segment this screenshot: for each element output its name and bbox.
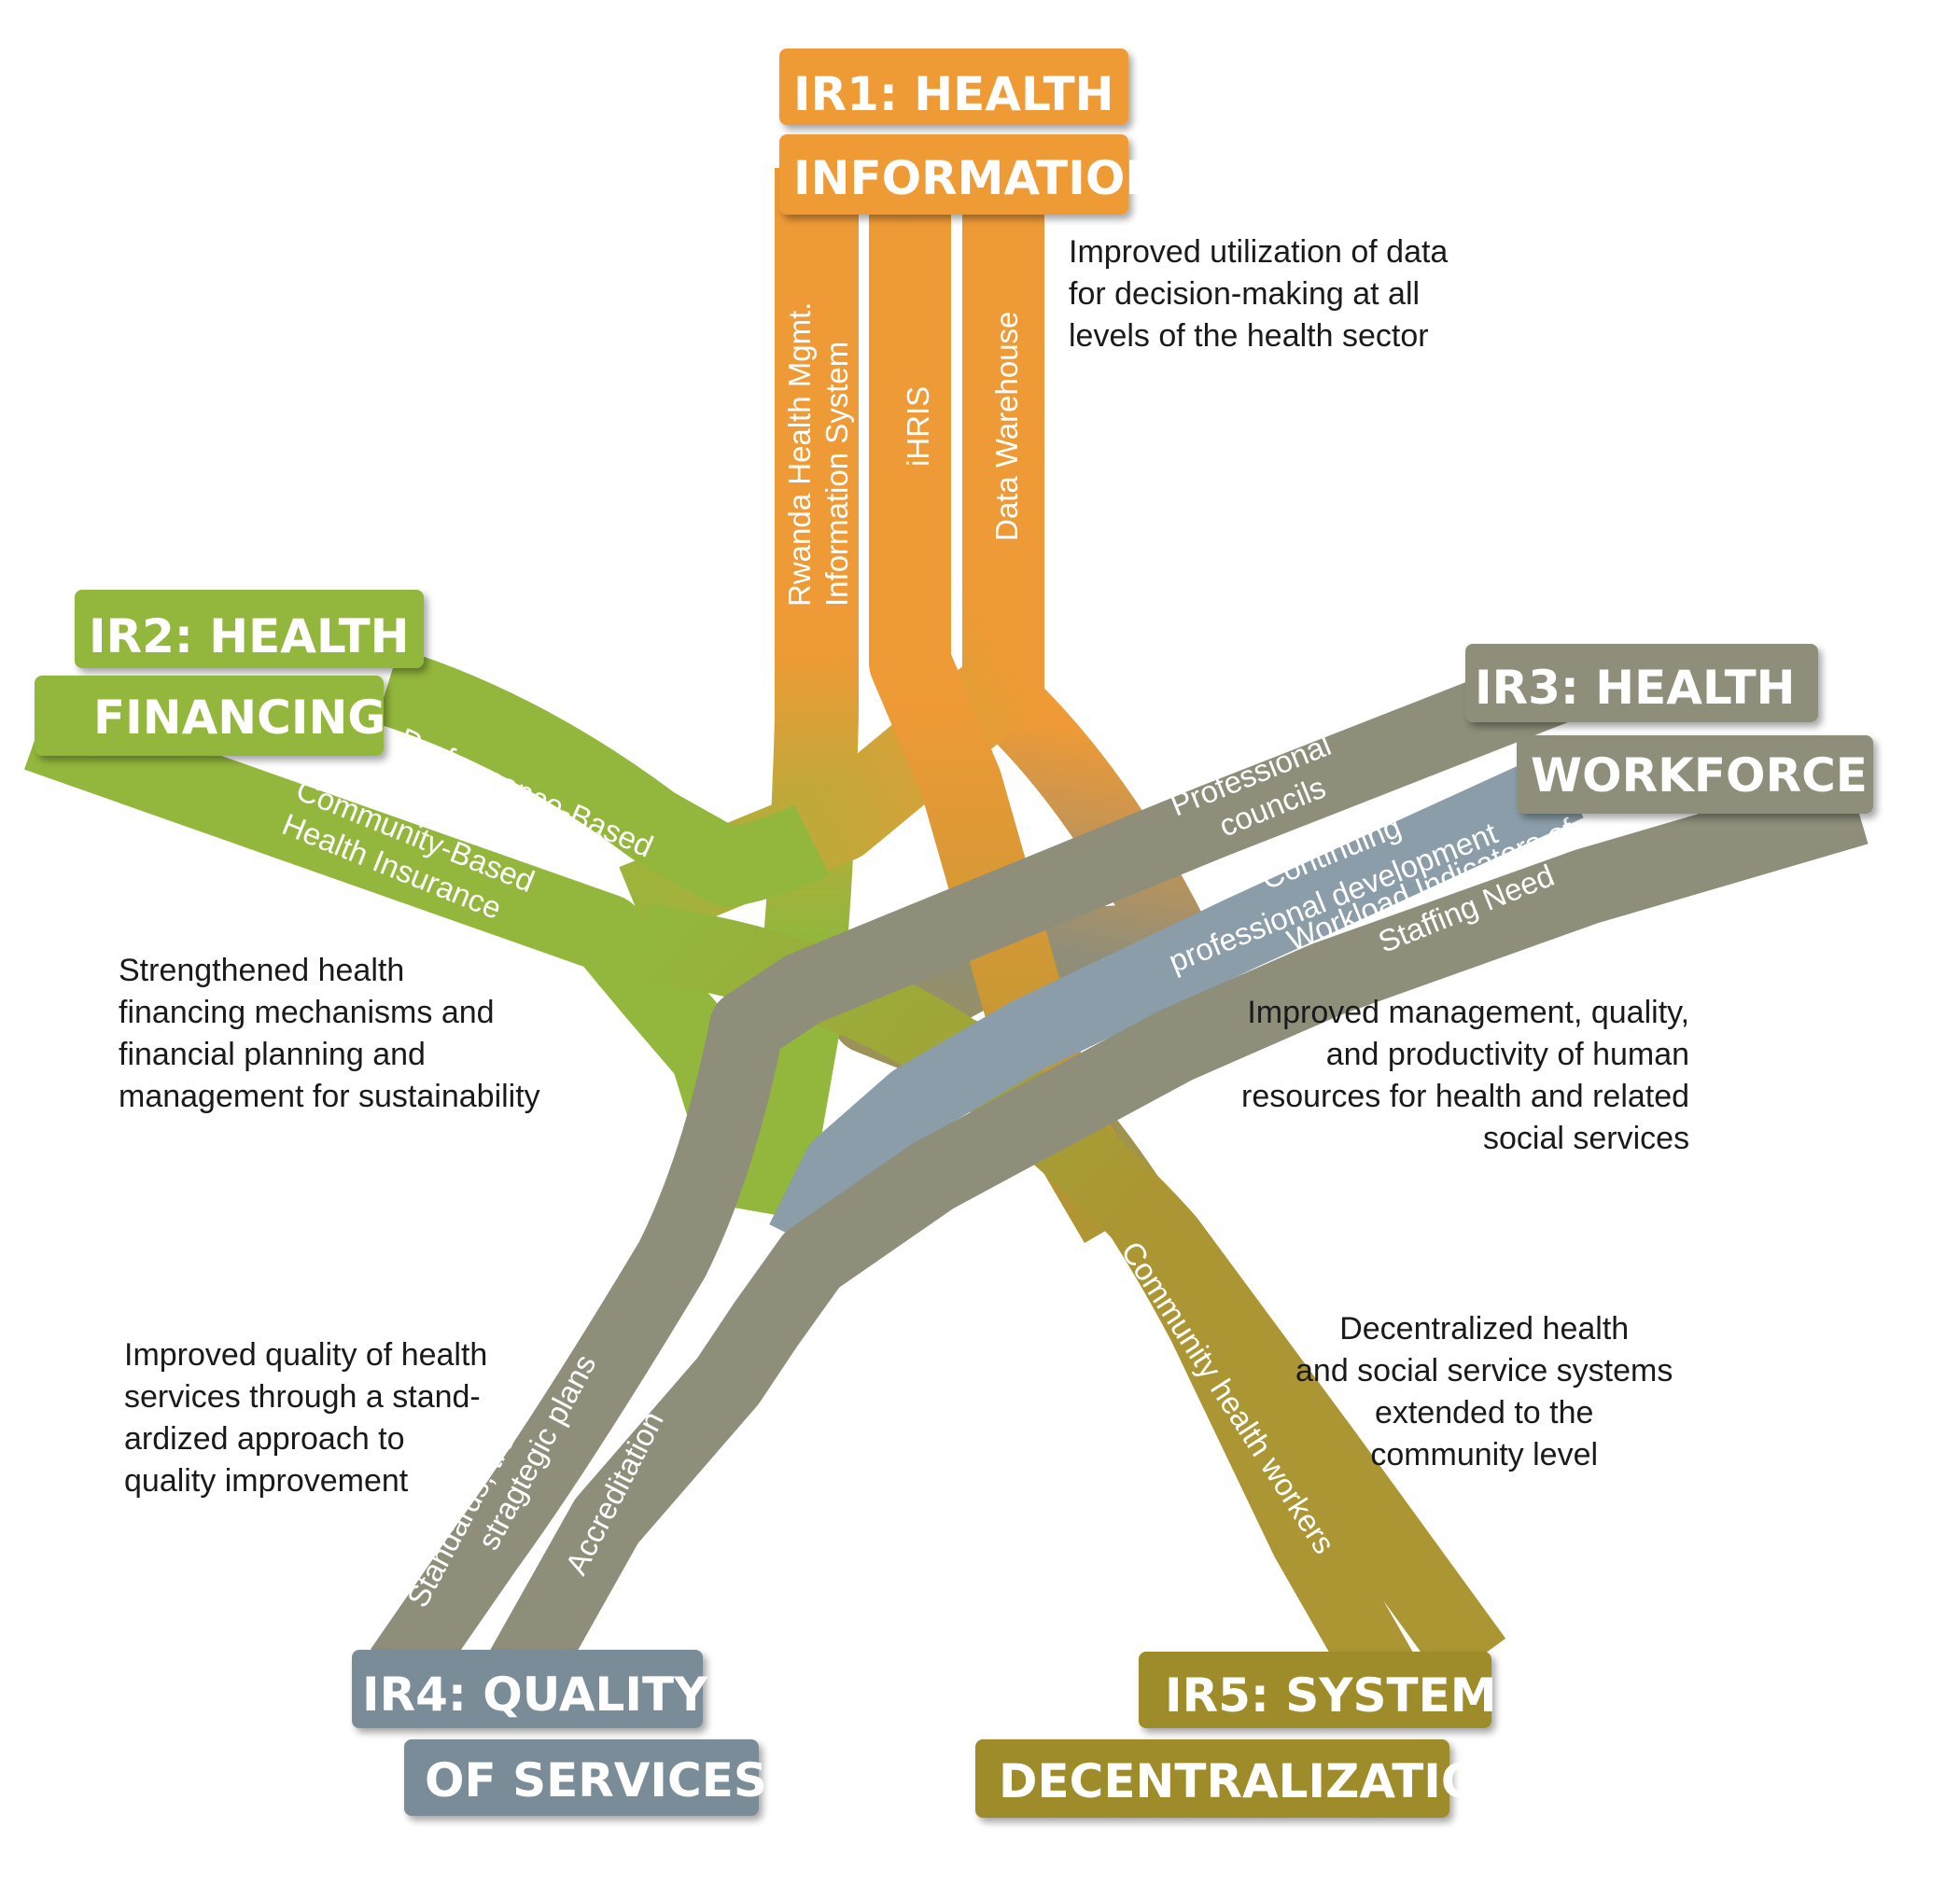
ribbon-wisn [489,770,1869,1690]
ir4-title-line2: OF SERVICES [425,1753,767,1807]
ribbon-professional-councils [371,650,1573,1692]
ir5-title-line2: DECENTRALIZATION [999,1754,1519,1808]
box-ir4 [352,1650,759,1816]
box-ir3 [1465,644,1873,814]
box-ir5 [975,1652,1491,1818]
ir2-title-line2: FINANCING [93,691,385,745]
ir3-title-line2: WORKFORCE [1531,748,1868,802]
ir3-description: Improved management, quality, and produc… [1241,995,1690,1156]
ir5-description: Decentralized health and social service … [1295,1311,1673,1472]
box-ir2 [35,590,424,756]
ir4-title-line1: IR4: QUALITY [362,1668,708,1722]
ir5-title-line1: IR5: SYSTEM [1165,1668,1497,1723]
ir1-title-line2: INFORMATION [793,151,1164,205]
ir3-title-line1: IR3: HEALTH [1475,661,1796,715]
box-ir1 [779,49,1128,215]
ir2-title-line1: IR2: HEALTH [89,609,410,663]
ribbon-pbf [375,648,830,907]
label-ihris: iHRIS [901,386,935,467]
ir4-description: Improved quality of health services thro… [124,1337,488,1499]
label-data-warehouse: Data Warehouse [989,312,1024,541]
ir1-title-line1: IR1: HEALTH [793,67,1114,121]
label-rhmis: Rwanda Health Mgmt. Information System [782,293,854,607]
ir1-description: Improved utilization of data for decisio… [1069,234,1449,354]
ribbon-cpd [769,749,1584,1258]
ir2-description: Strengthened health financing mechanisms… [119,953,540,1114]
